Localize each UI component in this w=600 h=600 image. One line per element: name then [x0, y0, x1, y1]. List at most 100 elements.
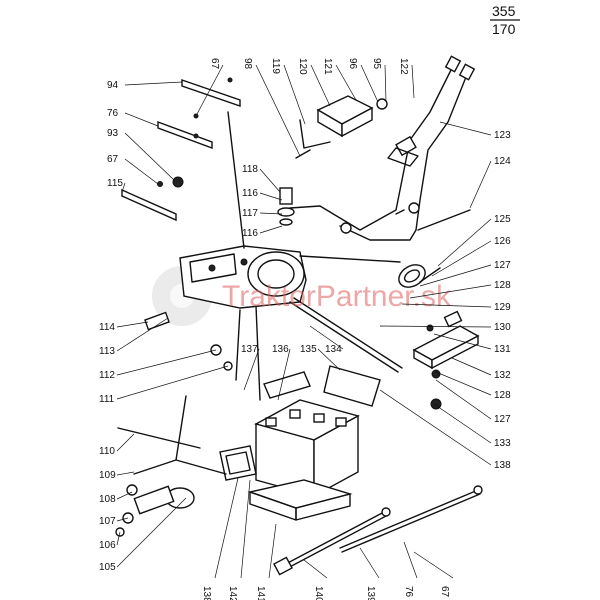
- callout-leader-c123: [439, 121, 492, 136]
- callout-leader-c120: [310, 64, 331, 107]
- callout-leader-c108: [116, 491, 133, 500]
- callout-leader-c117: [259, 212, 283, 215]
- callout-leader-c114: [116, 321, 149, 328]
- callout-label-c127b: 127: [494, 414, 511, 425]
- callout-leader-c67b: [124, 158, 159, 185]
- callout-leader-c140: [303, 559, 328, 579]
- callout-label-c111: 111: [99, 394, 115, 405]
- callout-label-c116a: 116: [242, 188, 258, 199]
- battery: [254, 365, 381, 498]
- callout-leader-c109: [116, 471, 135, 476]
- callout-label-c137: 137: [241, 344, 258, 355]
- callout-label-c67b: 67: [107, 154, 119, 165]
- callout-label-c136: 136: [272, 344, 289, 355]
- callout-label-c107: 107: [99, 516, 116, 527]
- cylinder-part: [277, 187, 295, 226]
- callout-label-c140: 140: [313, 586, 324, 600]
- callout-leader-c142: [240, 479, 251, 579]
- callout-leader-c128a: [409, 284, 492, 299]
- callout-label-c138b: 138: [201, 586, 212, 600]
- callout-label-c113: 113: [99, 346, 115, 357]
- callout-leader-c136: [277, 348, 291, 401]
- callout-leader-c131: [433, 333, 492, 350]
- bracket-plates: [121, 77, 241, 222]
- callout-leader-c135: [317, 348, 341, 371]
- callout-label-c108: 108: [99, 494, 116, 505]
- callout-leader-c121: [335, 64, 357, 101]
- callout-label-c124: 124: [494, 156, 511, 167]
- callout-label-c93: 93: [107, 128, 119, 139]
- callout-label-c123: 123: [494, 130, 511, 141]
- callout-label-c119: 119: [270, 58, 281, 74]
- cable-assembly: [115, 395, 227, 537]
- callout-leader-c122: [411, 64, 415, 99]
- callout-leader-c95: [384, 64, 387, 103]
- terminal-strip: [412, 310, 480, 410]
- callout-label-c127a: 127: [494, 260, 511, 271]
- callout-label-c116b: 116: [242, 228, 258, 239]
- battery-tray: [219, 445, 353, 521]
- callout-label-c112: 112: [99, 370, 115, 381]
- callout-label-c139: 139: [365, 586, 376, 600]
- callout-label-c134: 134: [325, 344, 342, 355]
- callout-label-c138a: 138: [494, 460, 511, 471]
- callout-label-c118: 118: [242, 164, 258, 175]
- callout-leader-c112: [116, 349, 217, 376]
- callout-leader-c133: [433, 403, 492, 444]
- callout-label-c114: 114: [99, 322, 115, 333]
- callout-leader-c107: [116, 517, 129, 522]
- rod-134: [289, 297, 403, 373]
- callout-label-c115: 115: [107, 178, 123, 189]
- hydraulic-pipes: [289, 55, 476, 241]
- callout-leader-c138b: [214, 477, 239, 579]
- callout-leader-c125: [437, 218, 492, 267]
- callout-label-c131: 131: [494, 344, 511, 355]
- callout-label-c128b: 128: [494, 390, 511, 401]
- callout-label-c130: 130: [494, 322, 511, 333]
- callout-label-c129: 129: [494, 302, 511, 313]
- callout-label-c120: 120: [297, 58, 308, 75]
- grille-part: [398, 264, 441, 288]
- callout-leader-c96: [360, 64, 379, 103]
- callout-label-c110: 110: [99, 446, 115, 457]
- callout-leader-c141: [268, 523, 277, 579]
- callout-label-c98: 98: [242, 58, 253, 70]
- callout-label-c105: 105: [99, 562, 116, 573]
- callout-leader-c106: [116, 531, 121, 546]
- callout-label-c67c: 67: [439, 586, 450, 598]
- callout-label-c135: 135: [300, 344, 317, 355]
- callout-leader-c110: [116, 433, 135, 452]
- callout-leader-c130: [379, 325, 492, 328]
- callout-label-c96: 96: [347, 58, 358, 70]
- callout-leader-c128b: [435, 371, 492, 396]
- callout-label-c132: 132: [494, 370, 511, 381]
- battery-cables: [273, 485, 483, 576]
- callout-leader-c129: [401, 303, 492, 308]
- callout-leader-c67a: [195, 64, 224, 117]
- callout-leader-c67c: [413, 551, 454, 579]
- callout-leader-c127a: [419, 264, 492, 287]
- callout-leader-c116a: [259, 192, 283, 201]
- callout-leader-c139: [359, 547, 380, 579]
- callout-leader-c94: [124, 81, 183, 86]
- callout-label-c76b: 76: [403, 586, 414, 598]
- callout-label-c142: 142: [227, 586, 238, 600]
- valve-block: [295, 95, 419, 167]
- callout-label-c128a: 128: [494, 280, 511, 291]
- callout-label-c122: 122: [398, 58, 409, 75]
- callout-leader-c127b: [435, 379, 492, 420]
- callout-label-c67a: 67: [209, 58, 220, 70]
- sheet-reference: 355 170: [490, 3, 520, 37]
- watermark-text: TraktorPartner.sk: [222, 280, 452, 313]
- callout-leader-c137: [243, 348, 260, 391]
- callout-leader-c134: [309, 325, 344, 350]
- callout-leader-c113: [116, 317, 169, 352]
- sheet-number: 355: [492, 3, 516, 19]
- callout-label-c141: 141: [255, 586, 266, 600]
- callout-leader-c76a: [124, 112, 159, 127]
- sheet-subnumber: 170: [492, 21, 516, 37]
- main-housing: [179, 111, 401, 401]
- callout-label-c106: 106: [99, 540, 116, 551]
